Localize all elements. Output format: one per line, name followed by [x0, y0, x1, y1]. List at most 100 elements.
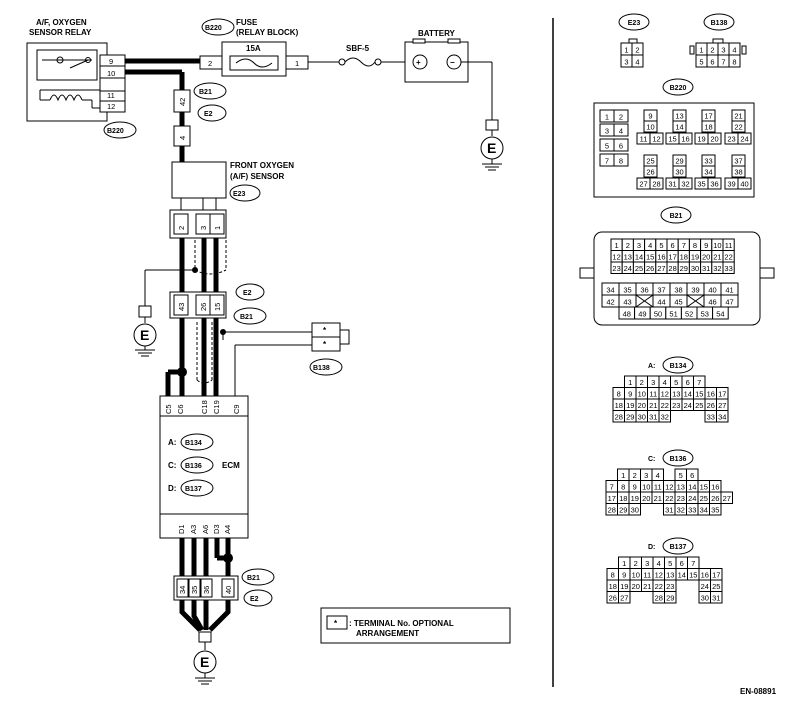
relay-pin-12: 12: [107, 102, 115, 111]
b134-16-pin: 16: [707, 390, 715, 399]
b134-31-pin: 31: [649, 413, 657, 422]
b21b-45-pin: 45: [674, 298, 682, 307]
fuse-label-line1: FUSE: [236, 18, 258, 27]
b21b-48-pin: 48: [623, 310, 631, 319]
b134-prefix: A:: [648, 363, 655, 370]
b21-31-pin: 31: [702, 264, 710, 273]
b137-13-pin: 13: [666, 571, 674, 580]
b134-22-pin: 22: [661, 401, 669, 410]
b137-prefix: D:: [648, 544, 655, 551]
b137-11-pin: 11: [643, 571, 651, 580]
b220-13-pin: 13: [675, 112, 683, 121]
b220-6-cell: [613, 138, 629, 152]
mid-tag-b21: B21: [240, 314, 253, 321]
b220-35-pin: 35: [697, 180, 705, 189]
b21b-36-pin: 36: [640, 286, 648, 295]
ecm-wiring-top: [165, 318, 312, 396]
b21-tag-oval: [660, 206, 692, 224]
sensor-pin-1: 1: [213, 226, 222, 230]
junction-pin-42: 42: [178, 98, 187, 106]
b220-32-pin: 32: [681, 180, 689, 189]
b220-17-pin: 17: [704, 112, 712, 121]
b220-21-pin: 21: [734, 112, 742, 121]
b136-tag: B136: [670, 456, 687, 463]
e23-3-pin: 3: [624, 58, 628, 67]
b136-21-pin: 21: [654, 494, 662, 503]
b134-10-pin: 10: [638, 390, 646, 399]
b137-7-pin: 7: [691, 559, 695, 568]
b134-28-pin: 28: [615, 413, 623, 422]
b220-9-pin: 9: [648, 112, 652, 121]
sensor-label-line2: (A/F) SENSOR: [230, 172, 284, 181]
b138-3-pin: 3: [721, 46, 725, 55]
b137-18-pin: 18: [609, 582, 617, 591]
fuse-pin-1: 1: [295, 59, 299, 68]
b220-16-cell: [678, 132, 693, 145]
note-line2: ARRANGEMENT: [356, 629, 419, 638]
b136-18-pin: 18: [619, 494, 627, 503]
b137-31-pin: 31: [712, 594, 720, 603]
b137-6-pin: 6: [680, 559, 684, 568]
b21-17-pin: 17: [668, 253, 676, 262]
b220-39-pin: 39: [727, 180, 735, 189]
b137-23-pin: 23: [666, 582, 674, 591]
b136-34-pin: 34: [700, 506, 708, 515]
b220-29-pin: 29: [675, 157, 683, 166]
b137-15-pin: 15: [689, 571, 697, 580]
b21b-54-cell: [712, 306, 729, 320]
b21b-44-pin: 44: [657, 298, 665, 307]
b136-1-pin: 1: [621, 471, 625, 480]
b134-9-pin: 9: [628, 390, 632, 399]
b220-40-pin: 40: [740, 180, 748, 189]
b136-27-pin: 27: [723, 494, 731, 503]
b136-33-pin: 33: [688, 506, 696, 515]
b220-23-pin: 23: [727, 135, 735, 144]
b137-29-pin: 29: [666, 594, 674, 603]
ecm-pin-c6: C6: [176, 404, 185, 414]
b136-17-pin: 17: [608, 494, 616, 503]
ecm-conn-d-prefix: D:: [168, 484, 176, 493]
b136-prefix: C:: [648, 456, 655, 463]
ecm-top-pins: C5 C6 C18 C19 C9: [164, 400, 241, 414]
b21-tag: B21: [670, 213, 683, 220]
sensor-label-line1: FRONT OXYGEN: [230, 161, 294, 170]
oxygen-sensor-relay: A/F, OXYGEN SENSOR RELAY 9 10 11 12 B220: [26, 18, 137, 139]
b21-13-pin: 13: [624, 253, 632, 262]
b220-8-cell: [613, 153, 629, 167]
b138-pin-a: *: [323, 326, 327, 335]
b21-33-cell: [722, 261, 735, 274]
e23-4-cell: [631, 54, 644, 68]
b138-tag: B138: [711, 20, 728, 27]
b21-12-pin: 12: [612, 253, 620, 262]
b137-31-cell: [710, 591, 723, 604]
b136-30-cell: [628, 503, 641, 516]
b134-7-pin: 7: [697, 378, 701, 387]
b220-28-cell: [649, 177, 664, 190]
b220-26-cell: [643, 165, 658, 178]
b21-7-pin: 7: [682, 241, 686, 250]
b137-10-pin: 10: [632, 571, 640, 580]
terminal-note: * : TERMINAL No. OPTIONAL ARRANGEMENT: [320, 607, 511, 644]
ecm-pin-c5: C5: [164, 404, 173, 414]
battery-plus-icon: +: [416, 58, 421, 67]
b136-11-pin: 11: [654, 483, 662, 492]
mid-pin-15: 15: [213, 303, 222, 311]
ecm-pin-d3: D3: [212, 524, 221, 534]
b138-tag: B138: [313, 365, 330, 372]
b137-17-pin: 17: [712, 571, 720, 580]
b137-tag: B137: [670, 544, 687, 551]
ecm-pin-c18: C18: [200, 400, 209, 414]
relay-pin-10: 10: [107, 69, 115, 78]
b220-36-pin: 36: [710, 180, 718, 189]
fuse-label-line2: (RELAY BLOCK): [236, 28, 299, 37]
b21-14-pin: 14: [635, 253, 643, 262]
b136-7-pin: 7: [610, 483, 614, 492]
b21-10-pin: 10: [713, 241, 721, 250]
b134-6-pin: 6: [686, 378, 690, 387]
bottom-tag-b21: B21: [247, 575, 260, 582]
b21b-39-pin: 39: [691, 286, 699, 295]
b220-24-cell: [737, 132, 752, 145]
relay-connector-tag: B220: [107, 128, 124, 135]
b220-24-pin: 24: [740, 135, 748, 144]
b136-13-pin: 13: [677, 483, 685, 492]
